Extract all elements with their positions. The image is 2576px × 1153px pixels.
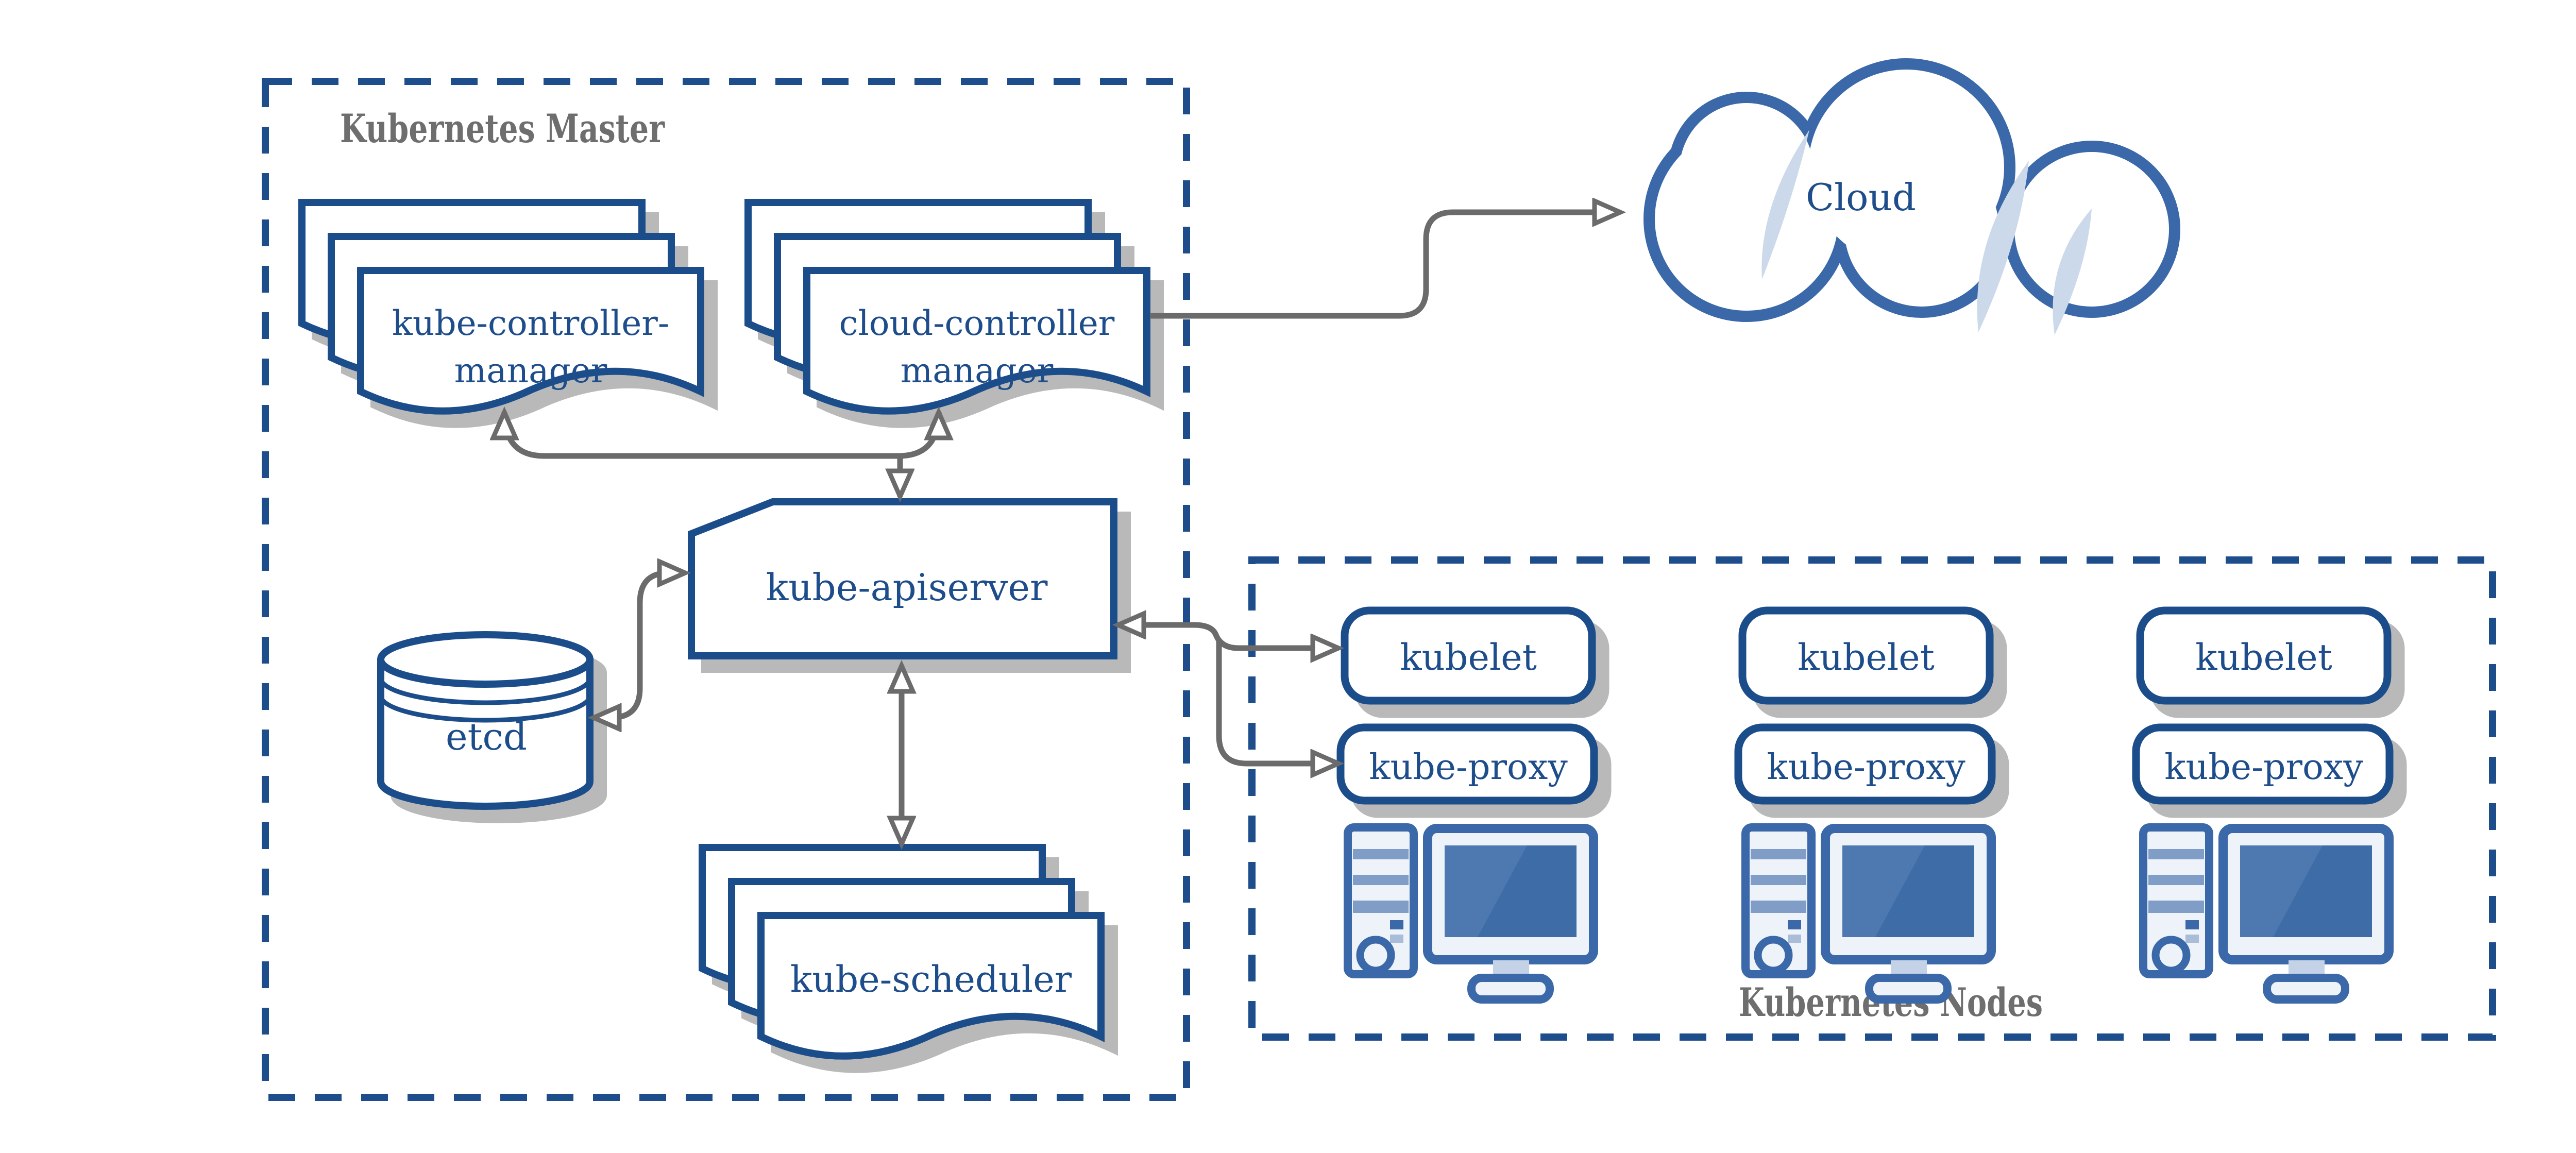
cloud-label: Cloud [1806,176,1916,219]
node-1: kubelet kube-proxy [1336,606,1596,999]
kubelet-pill [1738,606,1994,705]
kube-controller-manager-label-line2: manager [454,351,607,391]
kube-controller-manager-stack: kube-controller- manager [302,202,701,411]
cloud-shape: Cloud [1643,58,2180,335]
connector-cloudcontroller-cloud [1150,212,1620,319]
connector-controllers [504,412,939,459]
master-label: Kubernetes Master [340,106,665,151]
kubelet-label: kubelet [2195,636,2332,679]
cloud-controller-manager-label-line2: manager [901,351,1054,391]
connector-etcd-apiserver [594,573,685,718]
kube-proxy-pill [1734,723,1996,805]
computer-icon [2143,827,2389,999]
kube-proxy-label: kube-proxy [1369,747,1568,788]
kube-scheduler-stack: kube-scheduler [702,847,1101,1056]
node-2: kubelet kube-proxy [1734,606,1996,999]
kubelet-pill [2136,606,2392,705]
kube-proxy-label: kube-proxy [2164,747,2363,788]
computer-icon [1745,827,1991,999]
kubelet-pill [1341,606,1596,705]
kube-apiserver-shape: kube-apiserver [688,498,1117,659]
kube-proxy-pill [2132,723,2394,805]
cloud-highlights [1761,130,2092,335]
kube-apiserver-label: kube-apiserver [766,566,1048,609]
nodes-box [1248,556,2496,1041]
cloud-controller-manager-label-line1: cloud-controller [839,303,1115,343]
kube-controller-manager-label-line1: kube-controller- [392,303,669,343]
etcd-cylinder: etcd [377,631,594,810]
etcd-label: etcd [446,715,527,758]
kubelet-label: kubelet [1400,636,1537,679]
kube-proxy-label: kube-proxy [1767,747,1965,788]
cloud-controller-manager-stack: cloud-controller manager [748,202,1147,411]
connector-apiserver-kubelet [1118,625,1338,648]
connector-apiserver-kubeproxy [1216,641,1338,764]
kube-scheduler-label: kube-scheduler [790,958,1072,1001]
computer-icon [1348,827,1594,999]
node-3: kubelet kube-proxy [2132,606,2394,999]
kubelet-label: kubelet [1798,636,1935,679]
